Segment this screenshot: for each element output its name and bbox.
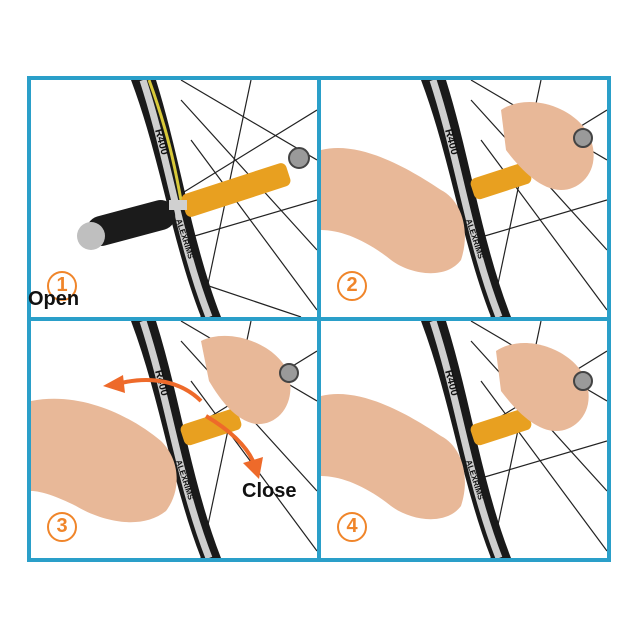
- tool-handle: [86, 200, 176, 246]
- panel-step-2: R400 ALEXRIMS 2: [321, 80, 607, 317]
- left-hand: [321, 394, 465, 520]
- tool-barrel: [470, 162, 532, 200]
- right-hand: [496, 342, 589, 431]
- left-hand: [31, 398, 177, 523]
- instruction-grid: R400 ALEXRIMS 1 R400 ALEXRIMS: [27, 76, 611, 562]
- tool-barrel: [180, 408, 242, 446]
- right-hand: [501, 101, 594, 190]
- right-hand: [201, 335, 291, 425]
- left-hand: [321, 148, 465, 274]
- wheel-illustration: R400 ALEXRIMS: [77, 80, 317, 317]
- panel-step-4: R400 ALEXRIMS 4: [321, 321, 607, 558]
- wheel-illustration: R400 ALEXRIMS: [321, 80, 607, 317]
- tool-ratchet: [573, 128, 593, 148]
- close-arrowhead: [243, 457, 263, 479]
- tool-ratchet: [288, 147, 310, 169]
- tool-barrel: [470, 408, 532, 446]
- step-number-badge: 4: [337, 512, 367, 542]
- step-number-badge: 1: [47, 271, 77, 301]
- step-number-badge: 2: [337, 271, 367, 301]
- step-number-badge: 3: [47, 512, 77, 542]
- panel-step-3: R400 ALEXRIMS 3: [31, 321, 317, 558]
- close-label: Close: [242, 480, 297, 502]
- tool-end-cap: [77, 222, 105, 250]
- close-arrow: [204, 414, 255, 462]
- wheel-illustration: R400 ALEXRIMS: [31, 321, 317, 558]
- tool-barrel: [181, 163, 291, 217]
- panel-step-1: R400 ALEXRIMS 1: [31, 80, 317, 317]
- open-arrow: [120, 378, 203, 403]
- open-arrowhead: [103, 375, 125, 393]
- wheel-illustration: R400 ALEXRIMS: [321, 321, 607, 558]
- open-label: Open: [28, 288, 80, 310]
- tool-ratchet: [279, 363, 299, 383]
- tool-ratchet: [573, 371, 593, 391]
